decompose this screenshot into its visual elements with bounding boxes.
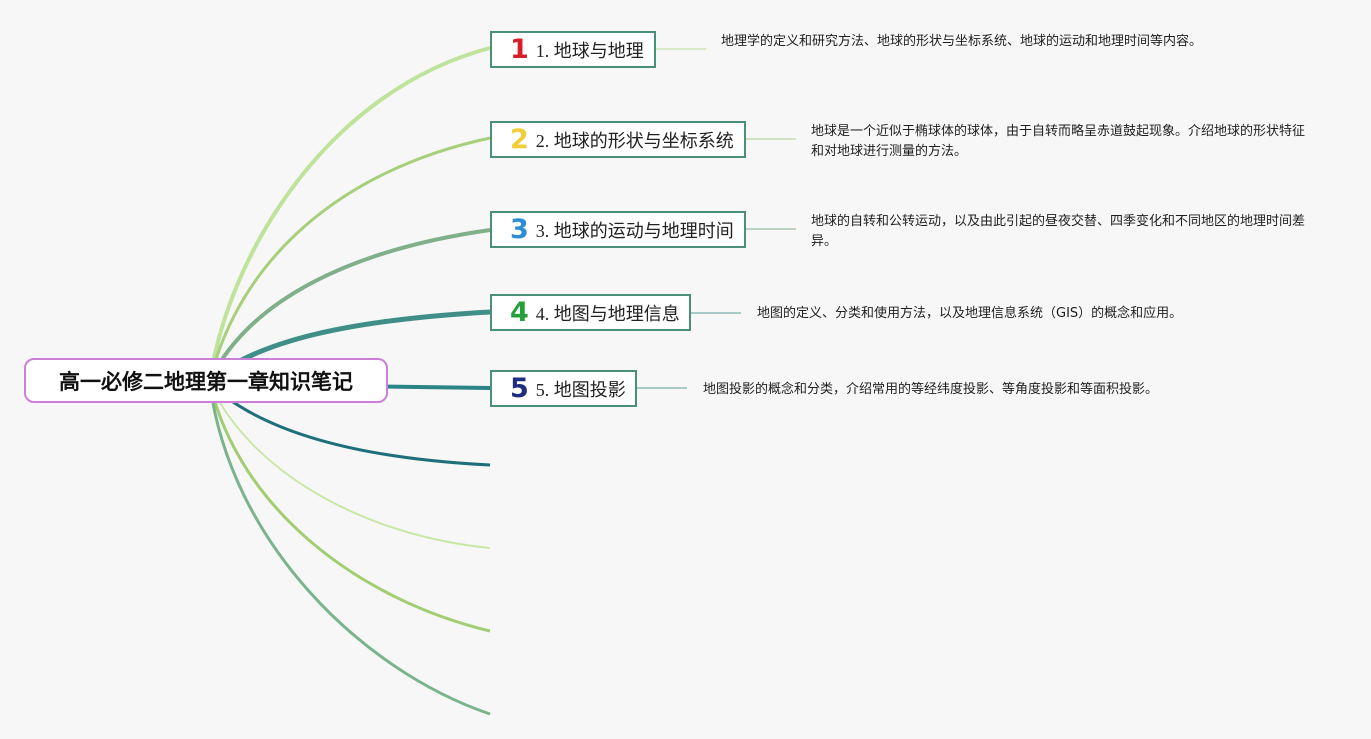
topic-description-4: 地图的定义、分类和使用方法，以及地理信息系统（GIS）的概念和应用。: [757, 306, 1183, 321]
topic-node-4[interactable]: 4 4. 地图与地理信息: [490, 294, 691, 331]
topic-node-2[interactable]: 2 2. 地球的形状与坐标系统: [490, 121, 746, 158]
topic-title-2: 2. 地球的形状与坐标系统: [535, 130, 734, 151]
topic-description-5: 地图投影的概念和分类，介绍常用的等经纬度投影、等角度投影和等面积投影。: [703, 382, 1159, 397]
topic-title-5: 5. 地图投影: [535, 379, 626, 400]
topic-description-2: 地球是一个近似于椭球体的球体，由于自转而略呈赤道鼓起现象。介绍地球的形状特征和对…: [811, 124, 1306, 159]
number-3-icon: 3: [510, 214, 529, 245]
number-1-icon: 1: [510, 34, 529, 65]
topic-node-3[interactable]: 3 3. 地球的运动与地理时间: [490, 211, 746, 248]
topic-description-1: 地理学的定义和研究方法、地球的形状与坐标系统、地球的运动和地理时间等内容。: [721, 34, 1203, 49]
number-4-icon: 4: [510, 297, 529, 328]
topic-title-1: 1. 地球与地理: [535, 40, 644, 61]
branch-line-3: [208, 228, 491, 381]
topic-title-4: 4. 地图与地理信息: [535, 303, 680, 324]
branch-line-8: [208, 383, 491, 633]
topic-description-3: 地球的自转和公转运动，以及由此引起的昼夜交替、四季变化和不同地区的地理时间差异。: [811, 214, 1306, 249]
branch-line-1: [208, 46, 491, 381]
branch-line-2: [208, 136, 491, 381]
branch-line-9: [208, 383, 491, 716]
number-2-icon: 2: [510, 124, 529, 155]
branch-line-7: [209, 383, 491, 549]
topic-title-3: 3. 地球的运动与地理时间: [535, 220, 734, 241]
topic-node-1[interactable]: 1 1. 地球与地理: [490, 31, 656, 68]
topic-node-5[interactable]: 5 5. 地图投影: [490, 370, 637, 407]
central-topic[interactable]: 高一必修二地理第一章知识笔记: [24, 358, 388, 403]
number-5-icon: 5: [510, 373, 529, 404]
